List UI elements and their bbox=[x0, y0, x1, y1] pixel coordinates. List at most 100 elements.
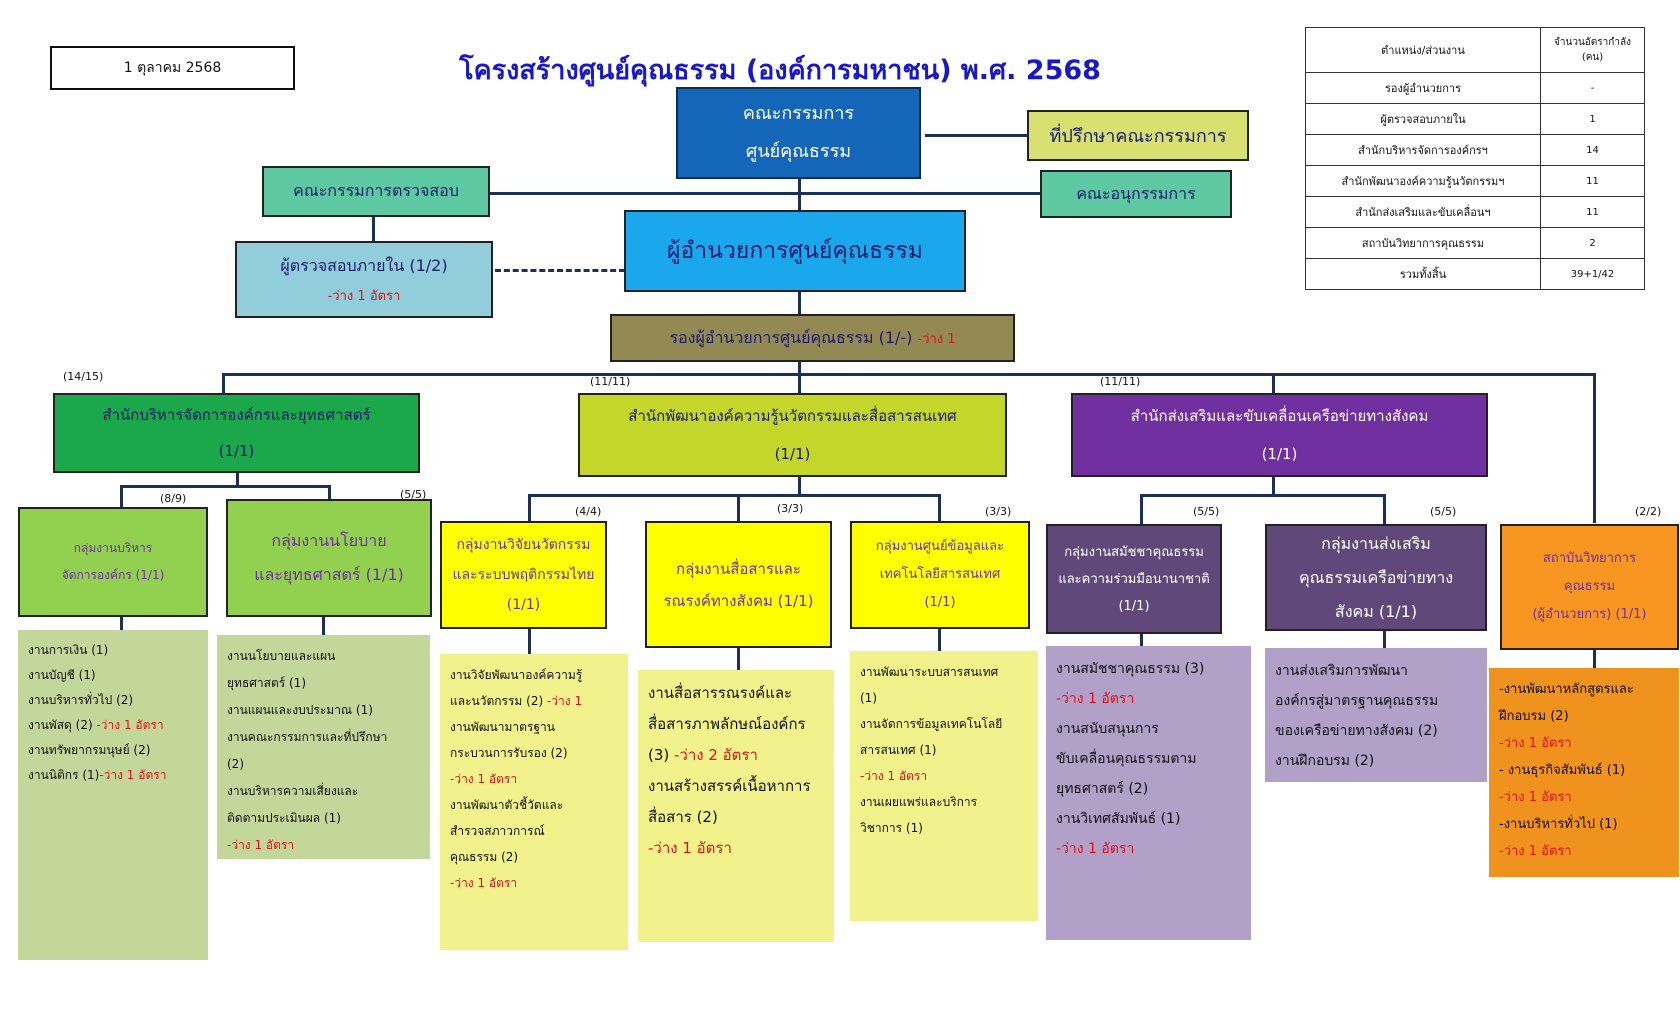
task-text: งานจัดการข้อมูลเทคโนโลยี bbox=[860, 717, 1003, 731]
task-item: คุณธรรม (2) bbox=[450, 844, 618, 870]
vacancy-note: -ว่าง 1 อัตรา bbox=[860, 769, 928, 783]
task-text: งานสมัชชาคุณธรรม (3) bbox=[1056, 661, 1205, 677]
group-count: (5/5) bbox=[1193, 505, 1220, 518]
task-text: ยุทธศาสตร์ (1) bbox=[227, 676, 306, 690]
task-item: งานสมัชชาคุณธรรม (3) bbox=[1056, 654, 1241, 684]
task-item: -ว่าง 1 อัตรา bbox=[227, 832, 420, 859]
task-list-assembly: งานสมัชชาคุณธรรม (3)-ว่าง 1 อัตรางานสนับ… bbox=[1046, 646, 1251, 940]
staffing-table: ตำแหน่ง/ส่วนงาน จำนวนอัตรากำลัง (คน) รอง… bbox=[1305, 27, 1645, 290]
office-count: (11/11) bbox=[1100, 375, 1141, 388]
vacancy-note: -ว่าง 1 อัตรา bbox=[1056, 841, 1135, 857]
office-network: สำนักส่งเสริมและขับเคลื่อนเครือข่ายทางสั… bbox=[1071, 393, 1488, 477]
table-header: จำนวนอัตรากำลัง (คน) bbox=[1540, 27, 1645, 73]
connector bbox=[938, 494, 941, 521]
task-text: สำรวจสภาวการณ์ bbox=[450, 824, 545, 838]
connector bbox=[222, 373, 1596, 376]
office-knowledge: สำนักพัฒนาองค์ความรู้นวัตกรรมและสื่อสารส… bbox=[578, 393, 1007, 477]
connector bbox=[798, 477, 801, 497]
task-item: งานคณะกรรมการและที่ปรึกษา bbox=[227, 724, 420, 751]
task-list-communication: งานสื่อสารรณรงค์และสื่อสารภาพลักษณ์องค์ก… bbox=[638, 670, 834, 942]
task-item: งานบริหารความเสี่ยงและ bbox=[227, 778, 420, 805]
task-item: งานจัดการข้อมูลเทคโนโลยี bbox=[860, 711, 1028, 737]
office-count: (14/15) bbox=[63, 370, 104, 383]
task-text: งานนโยบายและแผน bbox=[227, 649, 336, 663]
task-item: องค์กรสู่มาตรฐานคุณธรรม bbox=[1275, 686, 1477, 716]
page-title: โครงสร้างศูนย์คุณธรรม (องค์การมหาชน) พ.ศ… bbox=[459, 55, 1101, 86]
task-item: งานเผยแพร่และบริการ bbox=[860, 789, 1028, 815]
group-admin: กลุ่มงานบริหารจัดการองค์กร (1/1) bbox=[18, 507, 208, 617]
group-assembly: กลุ่มงานสมัชชาคุณธรรมและความร่วมมือนานาช… bbox=[1046, 524, 1222, 634]
task-text: และนวัตกรรม (2) bbox=[450, 694, 547, 708]
task-text: งานพัฒนาระบบสารสนเทศ bbox=[860, 665, 999, 679]
task-item: (1) bbox=[860, 685, 1028, 711]
task-text: งานบัญชี (1) bbox=[28, 668, 96, 682]
task-text: สารสนเทศ (1) bbox=[860, 743, 937, 757]
task-text: วิชาการ (1) bbox=[860, 821, 923, 835]
vacancy-note: -ว่าง 1 อัตรา bbox=[227, 838, 295, 852]
task-item: งานแผนและงบประมาณ (1) bbox=[227, 697, 420, 724]
dashed-connector bbox=[495, 269, 625, 272]
table-cell-count: 14 bbox=[1540, 134, 1645, 166]
task-item: -งานพัฒนาหลักสูตรและ bbox=[1499, 676, 1669, 703]
office-count: (11/11) bbox=[590, 375, 631, 388]
task-item: งานนิติกร (1)-ว่าง 1 อัตรา bbox=[28, 763, 198, 788]
task-list-institute: -งานพัฒนาหลักสูตรและฝึกอบรม (2) -ว่าง 1 … bbox=[1489, 668, 1679, 877]
task-item: งานวิจัยพัฒนาองค์ความรู้ bbox=[450, 662, 618, 688]
table-cell-unit: สถาบันวิทยาการคุณธรรม bbox=[1305, 227, 1541, 259]
task-item: สารสนเทศ (1) bbox=[860, 737, 1028, 763]
table-cell-unit: สำนักพัฒนาองค์ความรู้นวัตกรรมฯ bbox=[1305, 165, 1541, 197]
task-item: งานสื่อสารรณรงค์และ bbox=[648, 678, 824, 709]
table-cell-count: 39+1/42 bbox=[1540, 258, 1645, 290]
vacancy-note: -ว่าง 1 bbox=[546, 694, 583, 708]
connector bbox=[328, 485, 331, 499]
task-item: ฝึกอบรม (2) bbox=[1499, 703, 1669, 730]
deputy-box: รองผู้อำนวยการศูนย์คุณธรรม (1/-) -ว่าง 1 bbox=[610, 314, 1015, 362]
task-text: ขับเคลื่อนคุณธรรมตาม bbox=[1056, 751, 1197, 767]
vacancy-note: -ว่าง 1 อัตรา bbox=[450, 876, 518, 890]
task-text: (2) bbox=[227, 757, 244, 771]
task-text: องค์กรสู่มาตรฐานคุณธรรม bbox=[1275, 693, 1439, 709]
task-text: งานทรัพยากรมนุษย์ (2) bbox=[28, 743, 151, 757]
group-policy: กลุ่มงานนโยบายและยุทธศาสตร์ (1/1) bbox=[226, 499, 432, 617]
task-item: -ว่าง 1 อัตรา bbox=[1499, 730, 1669, 757]
date-label: 1 ตุลาคม 2568 bbox=[50, 46, 295, 90]
connector bbox=[1272, 477, 1275, 497]
task-text: (1) bbox=[860, 691, 877, 705]
connector bbox=[1383, 494, 1386, 524]
task-list-policy: งานนโยบายและแผนยุทธศาสตร์ (1) งานแผนและงบ… bbox=[217, 635, 430, 859]
task-item: (3) -ว่าง 2 อัตรา bbox=[648, 740, 824, 771]
task-item: -งานบริหารทั่วไป (1) bbox=[1499, 811, 1669, 838]
vacancy-note: -ว่าง 1 อัตรา bbox=[1499, 790, 1572, 805]
task-item: ของเครือข่ายทางสังคม (2) bbox=[1275, 716, 1477, 746]
table-cell-unit: รองผู้อำนวยการ bbox=[1305, 72, 1541, 104]
task-item: งานส่งเสริมการพัฒนา bbox=[1275, 656, 1477, 686]
group-count: (3/3) bbox=[985, 505, 1012, 518]
connector bbox=[938, 629, 941, 651]
vacancy-note: -ว่าง 1 อัตรา bbox=[450, 772, 518, 786]
connector bbox=[120, 485, 331, 488]
task-item: กระบวนการรับรอง (2) bbox=[450, 740, 618, 766]
connector bbox=[1593, 650, 1596, 668]
vacancy-note: -ว่าง 1 อัตรา bbox=[1499, 736, 1572, 751]
task-item: งานสนับสนุนการ bbox=[1056, 714, 1241, 744]
vacancy-note: -ว่าง 1 อัตรา bbox=[648, 839, 732, 857]
connector bbox=[798, 373, 801, 393]
task-item: -ว่าง 1 อัตรา bbox=[1056, 684, 1241, 714]
connector bbox=[1140, 634, 1143, 646]
task-item: -ว่าง 1 อัตรา bbox=[648, 833, 824, 864]
task-text: งานวิเทศสัมพันธ์ (1) bbox=[1056, 811, 1181, 827]
task-text: กระบวนการรับรอง (2) bbox=[450, 746, 568, 760]
table-cell-unit: ผู้ตรวจสอบภายใน bbox=[1305, 103, 1541, 135]
task-text: -งานบริหารทั่วไป (1) bbox=[1499, 817, 1618, 832]
table-cell-count: 11 bbox=[1540, 165, 1645, 197]
connector bbox=[372, 215, 375, 241]
task-item: ยุทธศาสตร์ (1) bbox=[227, 670, 420, 697]
connector bbox=[737, 648, 740, 670]
task-text: (3) bbox=[648, 746, 675, 764]
task-text: ยุทธศาสตร์ (2) bbox=[1056, 781, 1149, 797]
task-item: งานพัสดุ (2) -ว่าง 1 อัตรา bbox=[28, 713, 198, 738]
group-count: (2/2) bbox=[1635, 505, 1662, 518]
task-text: งานสนับสนุนการ bbox=[1056, 721, 1159, 737]
table-header-row: ตำแหน่ง/ส่วนงาน จำนวนอัตรากำลัง (คน) bbox=[1305, 27, 1645, 73]
